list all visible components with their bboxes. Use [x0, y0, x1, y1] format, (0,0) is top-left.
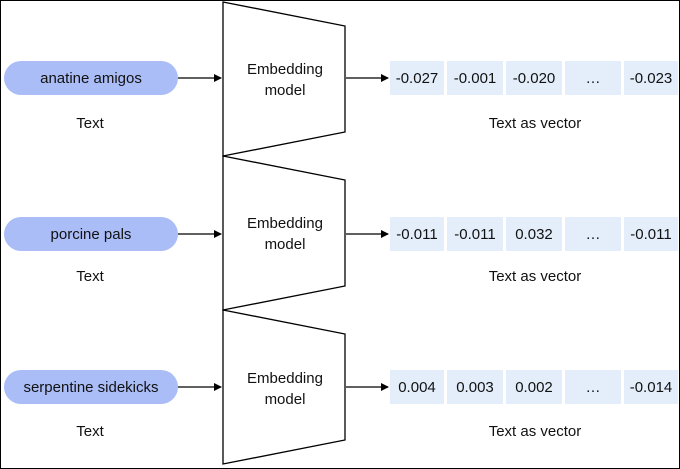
model-label: Embedding model [247, 370, 323, 408]
input-caption: Text [76, 423, 104, 440]
vector-cell: 0.004 [390, 370, 444, 404]
model-trapezoid [222, 155, 346, 311]
input-text-pill: serpentine sidekicks [4, 370, 178, 404]
model-trapezoid [222, 1, 346, 157]
vector-cell: -0.023 [624, 61, 678, 95]
model-trapezoid [222, 309, 346, 465]
vector-cell: -0.011 [390, 217, 444, 251]
vector-cell: -0.027 [390, 61, 444, 95]
vector-cell: -0.011 [447, 217, 503, 251]
vector: -0.011 -0.011 0.032 … -0.011 [390, 217, 678, 251]
vector-cell: -0.014 [624, 370, 678, 404]
model-label: Embedding model [247, 215, 323, 253]
vector-cell: 0.032 [506, 217, 562, 251]
embedding-row: serpentine sidekicks Text Embedding mode… [0, 0, 680, 440]
vector-cell-ellipsis: … [565, 370, 621, 404]
input-caption: Text [76, 268, 104, 285]
vector-cell: 0.002 [506, 370, 562, 404]
vector-cell: -0.001 [447, 61, 503, 95]
vector-cell: 0.003 [447, 370, 503, 404]
vector-cell: -0.020 [506, 61, 562, 95]
embedding-row: anatine amigos Text Embedding model -0.0… [0, 0, 680, 155]
vector: 0.004 0.003 0.002 … -0.014 [390, 370, 678, 404]
vector-caption: Text as vector [488, 115, 582, 132]
vector-caption: Text as vector [488, 423, 582, 440]
vector-cell-ellipsis: … [565, 217, 621, 251]
embedding-row: porcine pals Text Embedding model -0.011… [0, 0, 680, 285]
model-label: Embedding model [247, 61, 323, 99]
input-caption: Text [76, 115, 104, 132]
vector-cell-ellipsis: … [565, 61, 621, 95]
input-text-pill: anatine amigos [4, 61, 178, 95]
input-text-pill: porcine pals [4, 217, 178, 251]
vector-cell: -0.011 [624, 217, 678, 251]
vector-caption: Text as vector [488, 268, 582, 285]
vector: -0.027 -0.001 -0.020 … -0.023 [390, 61, 678, 95]
